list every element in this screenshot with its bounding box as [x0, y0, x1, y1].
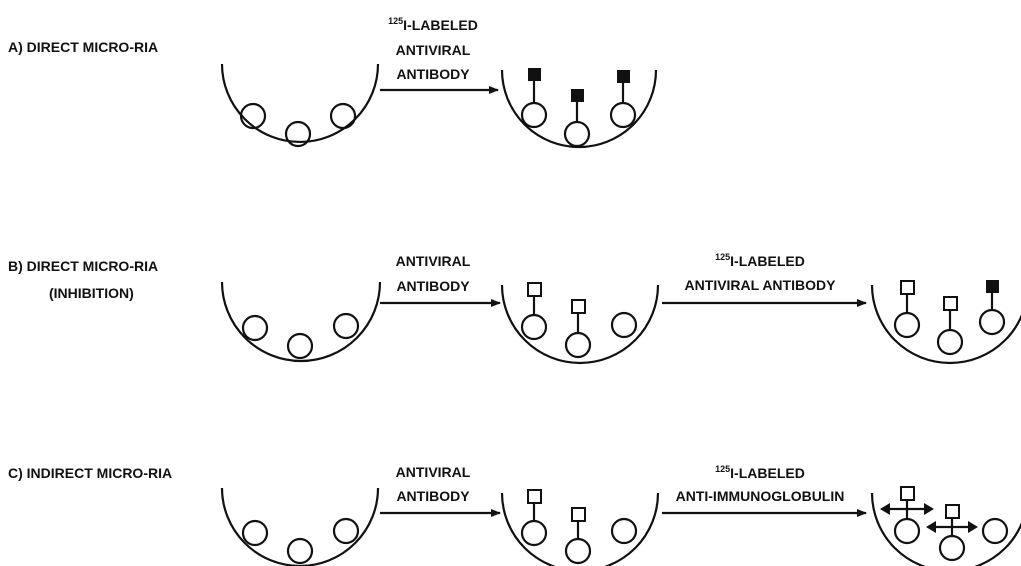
anti-immunoglobulin-arrow-left: [880, 503, 890, 515]
labeled-antibody-filled-square: [986, 280, 999, 293]
virus-particle: [564, 537, 592, 565]
step-label-line-1: 125I-LABELED: [388, 16, 478, 33]
well-curve: [500, 492, 660, 566]
well-curve: [870, 284, 1021, 365]
step-label-line-1: ANTIVIRAL: [396, 464, 471, 480]
panel-a: A) DIRECT MICRO-RIA 125I-LABELED ANTIVIR…: [8, 16, 658, 149]
unlabeled-antibody-square: [900, 280, 915, 295]
well-curve: [220, 487, 380, 566]
step-c1: ANTIVIRAL ANTIBODY: [380, 464, 501, 517]
anti-immunoglobulin-arrow-right: [924, 503, 934, 515]
well-b1: [220, 281, 382, 363]
virus-particle: [520, 313, 548, 341]
unlabeled-antibody-square: [943, 296, 958, 311]
well-curve: [220, 63, 380, 144]
labeled-antibody-filled-square: [571, 89, 584, 102]
panel-b-label: B) DIRECT MICRO-RIA: [8, 258, 158, 274]
virus-particle: [239, 102, 267, 130]
unlabeled-antibody-square: [527, 282, 542, 297]
panel-b: B) DIRECT MICRO-RIA (INHIBITION) ANTIVIR…: [8, 252, 1021, 365]
well-a1: [220, 63, 380, 148]
step-label-line-1: 125I-LABELED: [715, 252, 805, 269]
step-b1: ANTIVIRAL ANTIBODY: [380, 253, 501, 307]
unlabeled-antibody-square: [527, 489, 542, 504]
well-c2: [500, 489, 660, 566]
well-curve: [870, 492, 1021, 566]
step-label-line-1: ANTIVIRAL: [396, 253, 471, 269]
well-c3: [870, 486, 1021, 566]
virus-particle: [893, 311, 921, 339]
virus-particle: [520, 101, 548, 129]
virus-particle: [564, 331, 592, 359]
step-label-line-3: ANTIBODY: [396, 66, 470, 82]
well-curve: [500, 69, 658, 149]
virus-particle: [936, 328, 964, 356]
panel-c-label: C) INDIRECT MICRO-RIA: [8, 465, 172, 481]
virus-particle: [978, 308, 1006, 336]
well-curve: [500, 284, 660, 365]
virus-particle: [332, 312, 360, 340]
anti-immunoglobulin-arrow-right: [968, 521, 978, 533]
step-label-line-2: ANTI-IMMUNOGLOBULIN: [676, 488, 845, 504]
virus-particle: [241, 519, 269, 547]
virus-particle: [610, 311, 638, 339]
well-c1: [220, 487, 380, 566]
virus-particle: [893, 517, 921, 545]
panel-c: C) INDIRECT MICRO-RIA ANTIVIRAL ANTIBODY: [8, 464, 1021, 566]
labeled-antibody-filled-square: [617, 70, 630, 83]
virus-particle: [241, 314, 269, 342]
anti-immunoglobulin-arrow-left: [926, 521, 936, 533]
virus-particle: [938, 534, 966, 562]
step-b2: 125I-LABELED ANTIVIRAL ANTIBODY: [662, 252, 867, 307]
panel-a-label: A) DIRECT MICRO-RIA: [8, 39, 158, 55]
step-a1: 125I-LABELED ANTIVIRAL ANTIBODY: [380, 16, 499, 94]
virus-particle: [286, 332, 314, 360]
step-c2: 125I-LABELED ANTI-IMMUNOGLOBULIN: [662, 464, 867, 517]
step-label-line-2: ANTIBODY: [396, 278, 470, 294]
virus-particle: [332, 517, 360, 545]
virus-particle: [520, 519, 548, 547]
step-label-line-2: ANTIVIRAL ANTIBODY: [685, 277, 837, 293]
virus-particle: [329, 102, 357, 130]
well-curve: [220, 281, 382, 363]
panel-b-sublabel: (INHIBITION): [49, 285, 134, 301]
virus-particle: [610, 517, 638, 545]
virus-particle: [981, 517, 1009, 545]
unlabeled-antibody-square: [571, 507, 586, 522]
step-label-line-2: ANTIVIRAL: [396, 42, 471, 58]
well-a2: [500, 68, 658, 149]
virus-particle: [286, 537, 314, 565]
virus-particle: [609, 101, 637, 129]
labeled-antibody-filled-square: [528, 68, 541, 81]
step-label-line-2: ANTIBODY: [396, 488, 470, 504]
well-b2: [500, 282, 660, 365]
unlabeled-antibody-square: [900, 486, 915, 501]
step-label-line-1: 125I-LABELED: [715, 464, 805, 481]
well-b3: [870, 280, 1021, 365]
unlabeled-antibody-square: [571, 299, 586, 314]
virus-particle: [284, 120, 312, 148]
unlabeled-antibody-square: [945, 504, 960, 519]
virus-particle: [563, 120, 591, 148]
